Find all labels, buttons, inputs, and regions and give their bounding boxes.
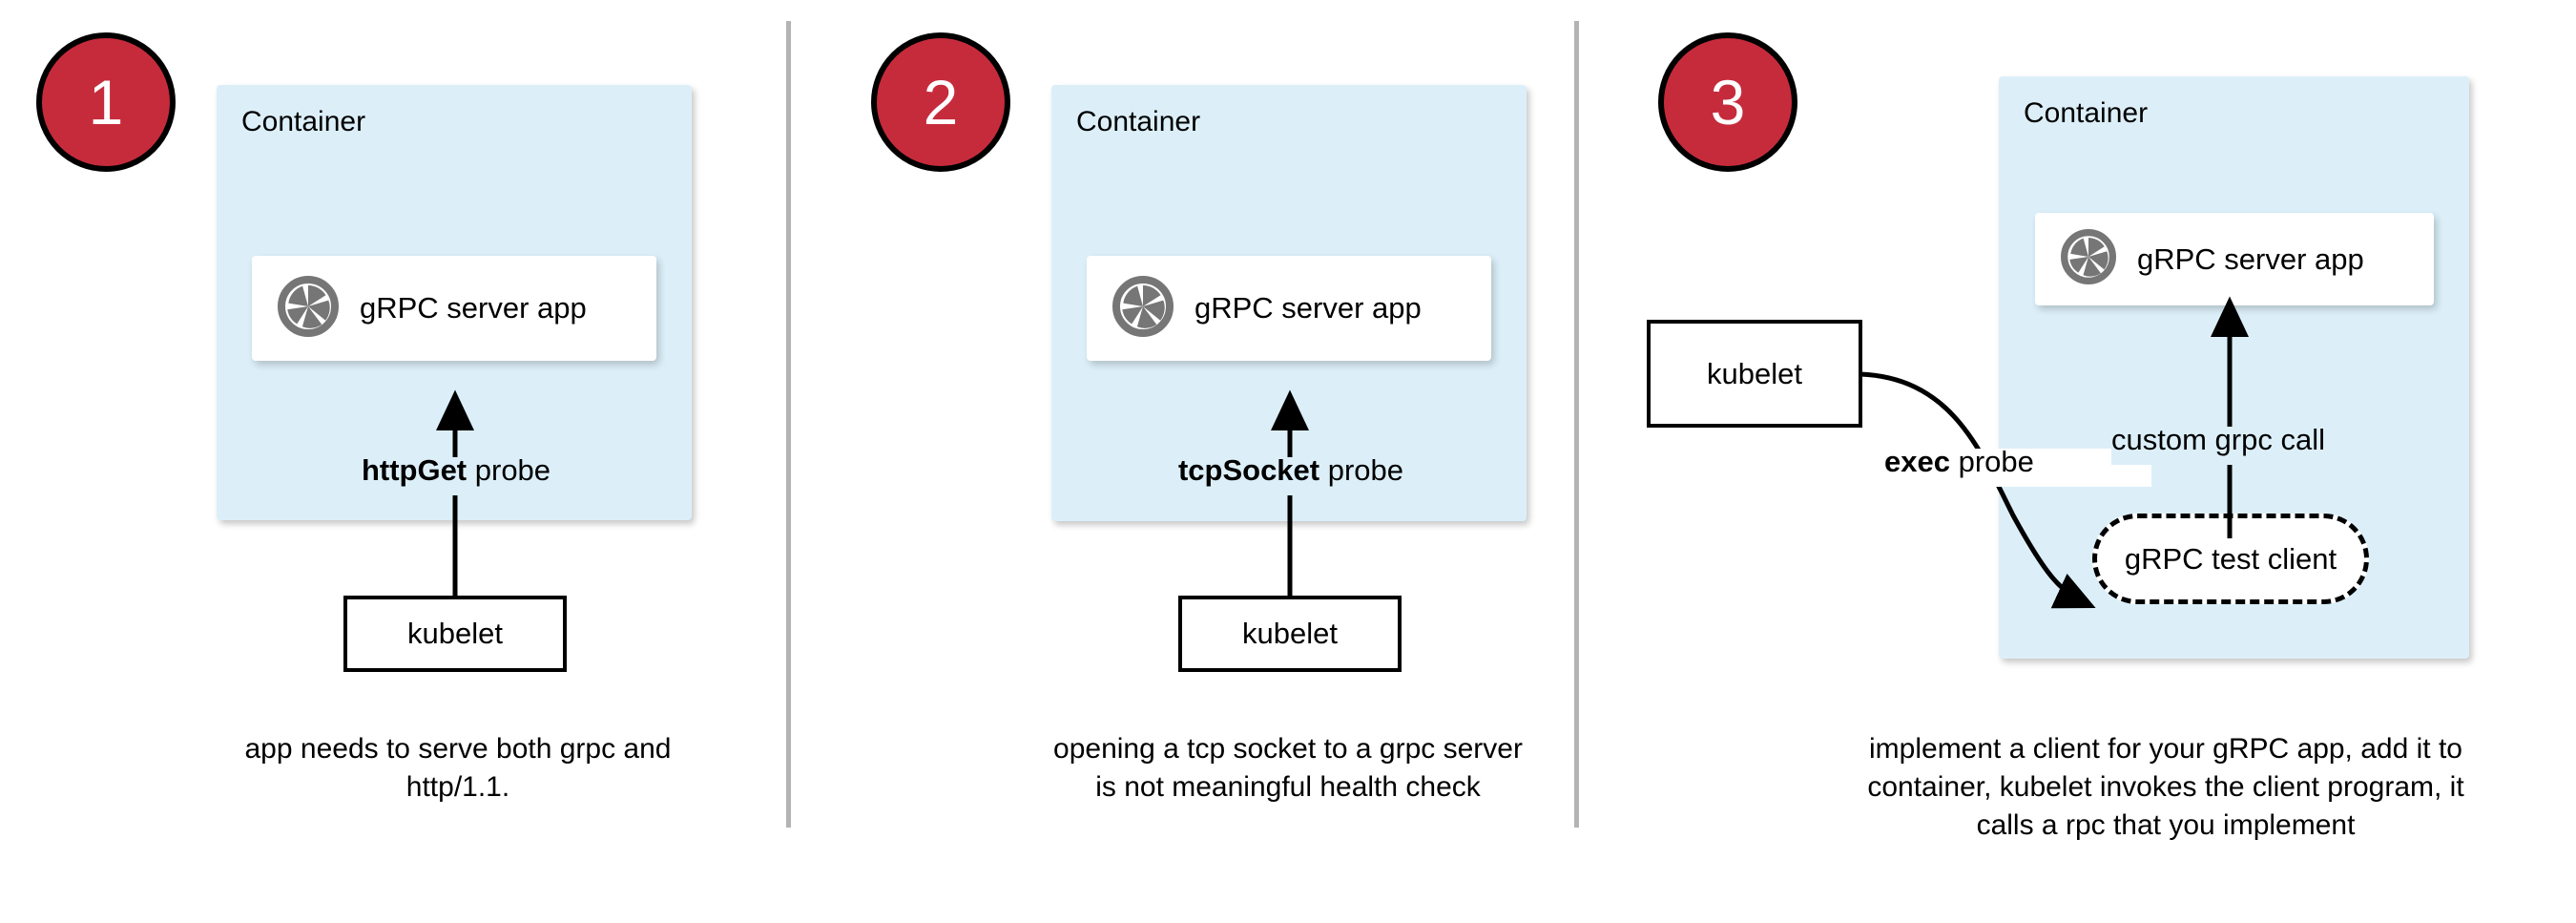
grpc-aperture-icon xyxy=(2061,229,2116,289)
grpc-server-app-label-2: gRPC server app xyxy=(1195,291,1422,325)
grpc-server-app-card-1: gRPC server app xyxy=(252,256,656,361)
tcpsocket-probe-label: tcpSocket probe xyxy=(1150,453,1432,488)
grpc-aperture-icon xyxy=(278,275,339,342)
kubelet-label-2: kubelet xyxy=(1242,617,1338,650)
grpc-test-client-pill: gRPC test client xyxy=(2092,514,2369,604)
panel-divider-1 xyxy=(786,21,791,828)
grpc-server-app-card-3: gRPC server app xyxy=(2035,213,2434,305)
tcpsocket-probe-label-bold: tcpSocket xyxy=(1177,453,1320,487)
exec-probe-label-rest: probe xyxy=(1949,445,2034,478)
grpc-test-client-label: gRPC test client xyxy=(2124,541,2337,576)
grpc-aperture-icon xyxy=(1112,275,1174,342)
container-label-1: Container xyxy=(241,106,366,137)
caption-1: app needs to serve both grpc and http/1.… xyxy=(244,733,672,803)
step-badge-3: 3 xyxy=(1658,32,1797,172)
kubelet-label-1: kubelet xyxy=(407,617,503,650)
panel-divider-2 xyxy=(1574,21,1579,828)
kubelet-box-3: kubelet xyxy=(1647,320,1862,428)
httpget-probe-label-rest: probe xyxy=(467,453,551,487)
tcpsocket-probe-label-rest: probe xyxy=(1319,453,1404,487)
kubelet-label-3: kubelet xyxy=(1707,356,1802,390)
kubelet-box-2: kubelet xyxy=(1178,596,1402,672)
step-badge-1: 1 xyxy=(36,32,176,172)
exec-probe-label-bold: exec xyxy=(1884,445,1950,478)
step-badge-3-number: 3 xyxy=(1710,67,1746,137)
custom-grpc-call-backdrop xyxy=(2111,427,2358,465)
step-badge-1-number: 1 xyxy=(88,67,124,137)
caption-3: implement a client for your gRPC app, ad… xyxy=(1867,733,2464,841)
grpc-server-app-label-3: gRPC server app xyxy=(2137,241,2364,276)
httpget-probe-label: httpGet probe xyxy=(334,453,578,488)
httpget-probe-label-bold: httpGet xyxy=(361,453,467,487)
custom-grpc-call-label: custom grpc call xyxy=(2111,423,2325,456)
step-badge-2-number: 2 xyxy=(923,67,959,137)
kubelet-box-1: kubelet xyxy=(343,596,567,672)
caption-2: opening a tcp socket to a grpc server is… xyxy=(1053,733,1523,803)
container-label-2: Container xyxy=(1076,106,1201,137)
grpc-server-app-label-1: gRPC server app xyxy=(360,291,587,325)
grpc-server-app-card-2: gRPC server app xyxy=(1087,256,1491,361)
step-badge-2: 2 xyxy=(871,32,1010,172)
container-label-3: Container xyxy=(2024,97,2149,129)
